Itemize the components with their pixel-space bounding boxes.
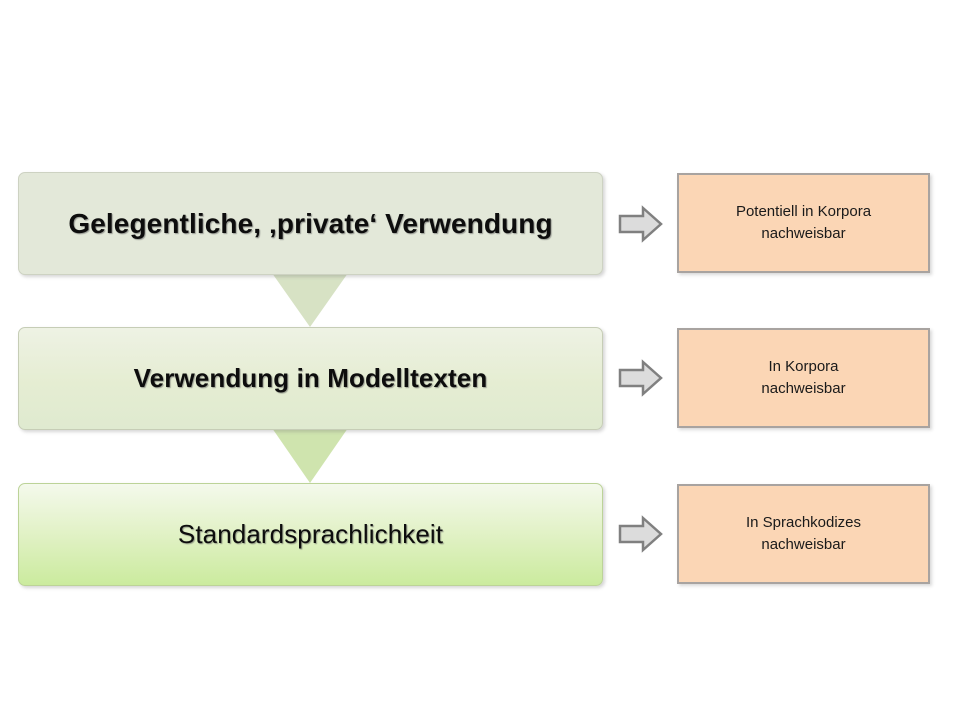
arrow-right-icon-stage2 [618, 359, 663, 397]
arrow-right-glyph [618, 515, 663, 553]
evidence-label-line-2: nachweisbar [761, 225, 846, 242]
arrow-right-icon-stage3 [618, 515, 663, 553]
evidence-box-in-sprachkodizes-nachweisbar[interactable]: In Sprachkodizes nachweisbar [677, 484, 930, 584]
evidence-label-line-2: nachweisbar [761, 536, 846, 553]
evidence-label-line-1: In Sprachkodizes [745, 514, 862, 532]
evidence-box-in-korpora-nachweisbar[interactable]: In Korpora nachweisbar [677, 328, 930, 428]
stage-label: Verwendung in Modelltexten [133, 363, 488, 393]
stage-box-verwendung-in-modelltexten[interactable]: Verwendung in Modelltexten [18, 327, 603, 430]
evidence-label-line-1: Potentiell in Korpora [735, 203, 872, 221]
stage-box-gelegentliche-private-verwendung[interactable]: Gelegentliche, ‚private‘ Verwendung [18, 172, 603, 275]
stage-box-standardsprachlichkeit[interactable]: Standardsprachlichkeit [18, 483, 603, 586]
stage-label: Gelegentliche, ‚private‘ Verwendung [68, 207, 553, 239]
evidence-box-potentiell-in-korpora-nachweisbar[interactable]: Potentiell in Korpora nachweisbar [677, 173, 930, 273]
arrow-right-icon-stage1 [618, 205, 663, 243]
evidence-label: In Sprachkodizes nachweisbar [738, 512, 869, 556]
evidence-label-line-1: In Korpora [768, 358, 839, 376]
arrow-right-glyph [618, 359, 663, 397]
evidence-label-line-2: nachweisbar [761, 380, 846, 397]
evidence-label: Potentiell in Korpora nachweisbar [728, 201, 879, 245]
evidence-label: In Korpora nachweisbar [753, 356, 853, 400]
arrow-head [272, 273, 348, 327]
stage-label: Standardsprachlichkeit [177, 519, 444, 549]
arrow-right-glyph [618, 205, 663, 243]
arrow-head [272, 428, 348, 483]
